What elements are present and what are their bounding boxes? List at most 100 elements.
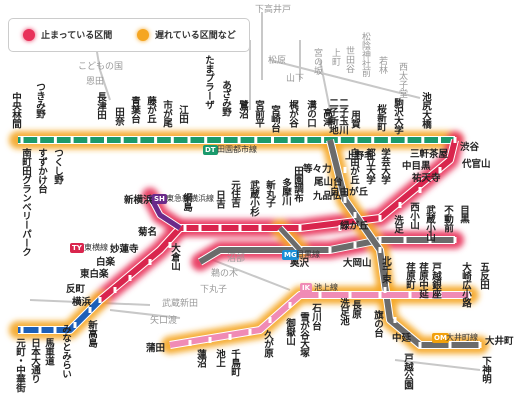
denentoshi-station-tick[interactable]: [187, 137, 191, 143]
station-label[interactable]: 自由が丘: [330, 187, 369, 198]
station-label[interactable]: 上野毛: [345, 151, 374, 162]
toyoko-station-tick[interactable]: [378, 215, 382, 221]
station-label[interactable]: 鵜の木: [211, 269, 239, 279]
toyoko-station-tick[interactable]: [258, 225, 262, 231]
station-label[interactable]: 池尻大橋: [420, 92, 431, 128]
station-label[interactable]: 等々力: [303, 164, 332, 175]
station-label[interactable]: 御嶽山: [284, 318, 295, 345]
station-label[interactable]: 宮崎台: [269, 105, 280, 132]
denentoshi-station-tick[interactable]: [220, 137, 224, 143]
denentoshi-station-tick[interactable]: [204, 137, 208, 143]
denentoshi-station-tick[interactable]: [371, 137, 375, 143]
station-label[interactable]: 新横浜: [124, 195, 153, 206]
station-label[interactable]: 田園調布: [292, 166, 303, 202]
ikegami-station-tick[interactable]: [348, 292, 352, 298]
denentoshi-station-tick[interactable]: [321, 137, 325, 143]
station-label[interactable]: 池上: [214, 349, 225, 367]
denentoshi-station-tick[interactable]: [387, 137, 391, 143]
meguro-station-tick[interactable]: [428, 237, 432, 243]
denentoshi-station-tick[interactable]: [287, 137, 291, 143]
station-label[interactable]: 駒沢大学: [392, 98, 403, 134]
station-label[interactable]: 雪が谷大塚: [298, 312, 309, 357]
ikegami-line[interactable]: [169, 292, 470, 348]
station-label[interactable]: あざみ野: [220, 80, 231, 116]
station-label[interactable]: 中目黒: [402, 161, 431, 172]
station-label[interactable]: 市が尾: [161, 100, 172, 127]
station-label[interactable]: 尾山台: [314, 177, 343, 188]
toyoko-station-tick[interactable]: [238, 225, 242, 231]
station-label[interactable]: 北千束: [380, 256, 391, 283]
station-label[interactable]: 日吉: [214, 190, 225, 208]
station-label[interactable]: 山下: [286, 74, 305, 84]
station-label[interactable]: 松原: [268, 56, 287, 66]
station-label[interactable]: 二子玉川: [337, 98, 348, 134]
ikegami-station-tick[interactable]: [228, 334, 232, 340]
station-label[interactable]: 沼部: [227, 254, 246, 264]
denentoshi-station-tick[interactable]: [170, 137, 174, 143]
station-label[interactable]: 洗足: [392, 215, 403, 233]
station-label[interactable]: 松陰神社前: [360, 32, 370, 77]
station-label[interactable]: 中延: [392, 333, 412, 344]
station-label[interactable]: 西太子堂: [397, 62, 407, 98]
station-label[interactable]: 都立大学: [364, 148, 375, 184]
station-label[interactable]: 千鳥町: [229, 349, 240, 376]
station-label[interactable]: 新高島: [86, 320, 97, 347]
station-label[interactable]: 梶が谷: [287, 100, 298, 127]
station-label[interactable]: 緑が丘: [340, 221, 369, 232]
minatomirai-station-tick[interactable]: [20, 327, 24, 333]
station-label[interactable]: 新丸子: [264, 180, 275, 207]
station-label[interactable]: 不動前: [442, 205, 453, 232]
station-label[interactable]: 長原: [350, 300, 361, 318]
station-label[interactable]: 旗の台: [372, 310, 383, 337]
toyoko-station-tick[interactable]: [113, 287, 117, 293]
station-label[interactable]: 九品仏: [313, 191, 342, 202]
station-label[interactable]: 目黒: [458, 205, 469, 223]
station-label[interactable]: 桜新町: [375, 104, 386, 131]
station-label[interactable]: 元住吉: [229, 180, 240, 207]
station-label[interactable]: 高津: [321, 108, 332, 126]
station-label[interactable]: 中央林間: [10, 92, 21, 128]
station-label[interactable]: 大倉山: [169, 243, 180, 270]
station-label[interactable]: 東白楽: [80, 269, 109, 280]
oimachi-station-tick[interactable]: [448, 342, 452, 348]
denentoshi-station-tick[interactable]: [120, 137, 124, 143]
denentoshi-station-tick[interactable]: [254, 137, 258, 143]
denentoshi-station-tick[interactable]: [137, 137, 141, 143]
toyoko-station-tick[interactable]: [418, 187, 422, 193]
station-label[interactable]: こどもの国: [78, 62, 124, 72]
oimachi-station-tick[interactable]: [478, 342, 482, 348]
station-label[interactable]: 渋谷: [460, 142, 480, 153]
station-label[interactable]: 西小山: [408, 202, 419, 229]
station-label[interactable]: 武蔵新田: [162, 299, 199, 309]
station-label[interactable]: 横浜: [72, 297, 92, 308]
station-label[interactable]: 長津田: [95, 92, 106, 119]
minatomirai-station-tick[interactable]: [88, 307, 92, 313]
ikegami-station-tick[interactable]: [378, 292, 382, 298]
denentoshi-station-tick[interactable]: [87, 137, 91, 143]
station-label[interactable]: 南町田グランベリーパーク: [20, 148, 31, 256]
station-label[interactable]: 菊名: [138, 227, 158, 238]
station-label[interactable]: 白楽: [96, 257, 116, 268]
station-label[interactable]: 大崎広小路: [460, 262, 471, 307]
station-label[interactable]: 自由が丘: [348, 148, 359, 184]
station-label[interactable]: 石川台: [310, 303, 321, 330]
station-label[interactable]: 上町: [330, 48, 340, 66]
denentoshi-station-tick[interactable]: [104, 137, 107, 143]
station-label[interactable]: 荏原町: [404, 262, 415, 289]
toyoko-station-tick[interactable]: [398, 202, 402, 208]
station-label[interactable]: 青葉台: [129, 96, 140, 123]
station-label[interactable]: たまプラーザ: [203, 55, 214, 109]
oimachi-station-tick[interactable]: [353, 212, 357, 218]
station-label[interactable]: 溝の口: [305, 100, 316, 127]
station-label[interactable]: 恩田: [86, 77, 105, 87]
station-label[interactable]: 戸越公園: [402, 353, 413, 389]
station-label[interactable]: 代官山: [462, 159, 491, 170]
toyoko-station-tick[interactable]: [183, 225, 187, 231]
denentoshi-station-tick[interactable]: [354, 137, 358, 143]
tamagawa-line[interactable]: [278, 226, 302, 252]
minatomirai-station-tick[interactable]: [38, 327, 42, 333]
station-label[interactable]: 五反田: [478, 262, 489, 289]
toyoko-station-tick[interactable]: [438, 167, 442, 173]
toyoko-station-tick[interactable]: [98, 297, 102, 303]
station-label[interactable]: すずかけ台: [36, 148, 47, 193]
